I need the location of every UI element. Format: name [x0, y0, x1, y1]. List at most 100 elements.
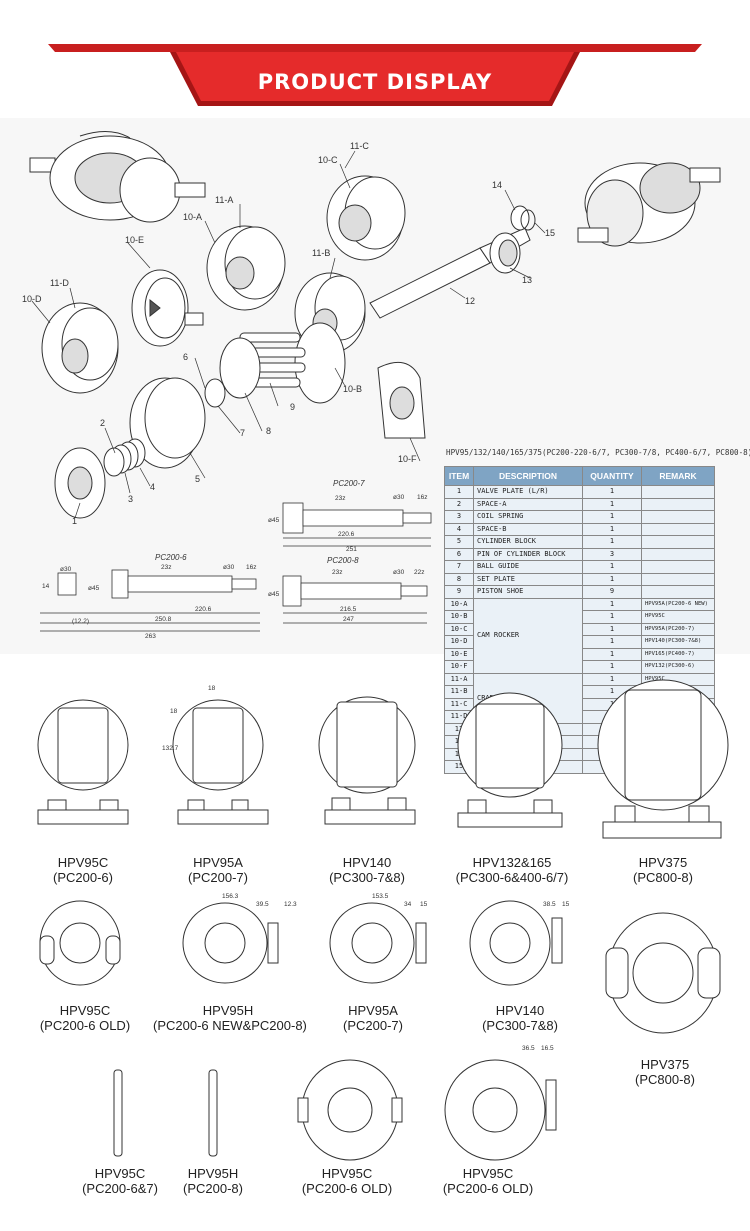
caption-app: (PC200-6 OLD)	[442, 1181, 534, 1196]
callout-9: 9	[290, 402, 295, 412]
shaft-pc200-8-title: PC200-8	[327, 556, 359, 565]
table-cell: 10-D	[444, 635, 474, 649]
table-cell	[641, 535, 715, 549]
header-banner	[48, 44, 702, 106]
table-cell: 11-A	[444, 672, 474, 686]
dim-label: 263	[145, 633, 156, 640]
dim-label: 39.5	[256, 901, 269, 908]
dim-label: ø30	[393, 494, 405, 501]
table-cell	[641, 572, 715, 586]
callout-8: 8	[266, 426, 271, 436]
rocker-hpv140-drawing	[318, 696, 416, 825]
table-cell: 11-B	[444, 685, 474, 699]
part-10F-illustration	[377, 361, 426, 439]
part-11B-illustration	[294, 272, 366, 354]
shaft-pc200-7-title: PC200-7	[333, 479, 365, 488]
part-10C-illustration	[326, 175, 406, 261]
callout-13: 13	[522, 275, 532, 285]
part-8-set-plate-illustration	[219, 337, 261, 399]
caption-model: HPV95A	[193, 855, 243, 870]
cradle-hpv95h-drawing	[182, 902, 279, 984]
cradle-caption-hpv140: HPV140(PC300-7&8)	[470, 1003, 570, 1033]
callout-10A: 10-A	[183, 212, 202, 222]
caption-model: HPV140	[495, 1003, 545, 1018]
table-cell: SPACE-A	[473, 497, 583, 511]
shaft-pc200-6-title: PC200-6	[155, 553, 187, 562]
exploded-view-drawing: 11-C 10-C 11-A 10-A 10-E 11-D 10-D 14 15…	[22, 131, 721, 640]
callout-6: 6	[183, 352, 188, 362]
table-header-item: ITEM	[444, 466, 474, 486]
dim-label: ø45	[268, 591, 280, 598]
dim-label: 16z	[246, 564, 256, 571]
table-cell: VALVE PLATE (L/R)	[473, 485, 583, 499]
table-cell: 9	[444, 585, 474, 599]
callout-11C: 11-C	[350, 141, 369, 151]
caption-app: (PC200-6)	[53, 870, 113, 885]
table-cell: HPV95A(PC200-6 NEW)	[641, 597, 715, 611]
rocker-hpv95a-drawing	[172, 699, 269, 825]
cradle-hpv95c-drawing	[39, 900, 121, 986]
part-13-bearing-illustration	[489, 232, 521, 274]
table-cell: 1	[582, 610, 642, 624]
table-cell: PISTON SHOE	[473, 585, 583, 599]
caption-model: HPV95A	[348, 1003, 398, 1018]
rocker-dim-labels: 18 18 132.7	[162, 685, 216, 752]
dim-label: 220.6	[195, 606, 212, 613]
callout-1: 1	[72, 516, 77, 526]
dim-label: 156.3	[222, 893, 239, 900]
caption-app: (PC200-6 OLD)	[39, 1018, 131, 1033]
dim-label: ø30	[393, 569, 405, 576]
part-spring-illustration	[103, 438, 146, 477]
callout-7: 7	[240, 428, 245, 438]
table-cell: 10-C	[444, 622, 474, 636]
dim-label: 34	[404, 901, 412, 908]
callout-2: 2	[100, 418, 105, 428]
part-10A-illustration	[206, 225, 286, 311]
caption-app: (PC800-8)	[633, 870, 693, 885]
table-cell: 2	[444, 497, 474, 511]
plate-hpv95c-drawing	[113, 1069, 123, 1157]
table-cell: HPV132(PC300-6)	[641, 660, 715, 674]
dim-label: 12.3	[284, 901, 297, 908]
caption-app: (PC200-6 NEW&PC200-8)	[153, 1018, 307, 1033]
table-cell: HPV140(PC300-7&8)	[641, 635, 715, 649]
callout-10E: 10-E	[125, 235, 144, 245]
caption-model: HPV95H	[187, 1166, 239, 1181]
dim-label: 36.5	[522, 1045, 535, 1052]
dim-label: 132.7	[162, 745, 179, 752]
row3-caption-hpv95h: HPV95H(PC200-8)	[163, 1166, 263, 1196]
cradle-caption-hpv95c: HPV95C(PC200-6 OLD)	[30, 1003, 140, 1033]
dim-label: 15	[420, 901, 428, 908]
dim-label: 251	[346, 546, 357, 553]
cradle-caption-hpv95h: HPV95H(PC200-6 NEW&PC200-8)	[153, 1003, 307, 1033]
dim-label: 16.5	[541, 1045, 554, 1052]
dim-label: 250.8	[155, 616, 172, 623]
caption-app: (PC200-7)	[343, 1018, 403, 1033]
caption-app: (PC300-6&400-6/7)	[455, 870, 569, 885]
dim-label: 216.5	[340, 606, 357, 613]
callout-labels: 11-C 10-C 11-A 10-A 10-E 11-D 10-D 14 15…	[22, 141, 555, 526]
table-cell	[641, 485, 715, 499]
table-cell: 9	[582, 585, 642, 599]
dim-label: 18	[208, 685, 216, 692]
dim-label: 14	[42, 583, 50, 590]
shaft-pc200-8-drawing	[282, 575, 428, 624]
table-cell	[641, 522, 715, 536]
caption-app: (PC200-7)	[188, 870, 248, 885]
table-cell: 1	[582, 572, 642, 586]
row3-dim-labels: 36.5 16.5	[522, 1045, 554, 1052]
part-15-snap-ring-illustration	[520, 209, 536, 231]
table-cell: 10-B	[444, 610, 474, 624]
table-cell: CYLINDER BLOCK	[473, 535, 583, 549]
caption-model: HPV140	[342, 855, 392, 870]
part-11D-illustration	[41, 302, 119, 394]
dim-label: 23z	[161, 564, 171, 571]
table-cell: 3	[582, 547, 642, 561]
caption-app: (PC300-7&8)	[329, 870, 405, 885]
table-cell-cam-rocker: CAM ROCKER	[473, 597, 583, 674]
